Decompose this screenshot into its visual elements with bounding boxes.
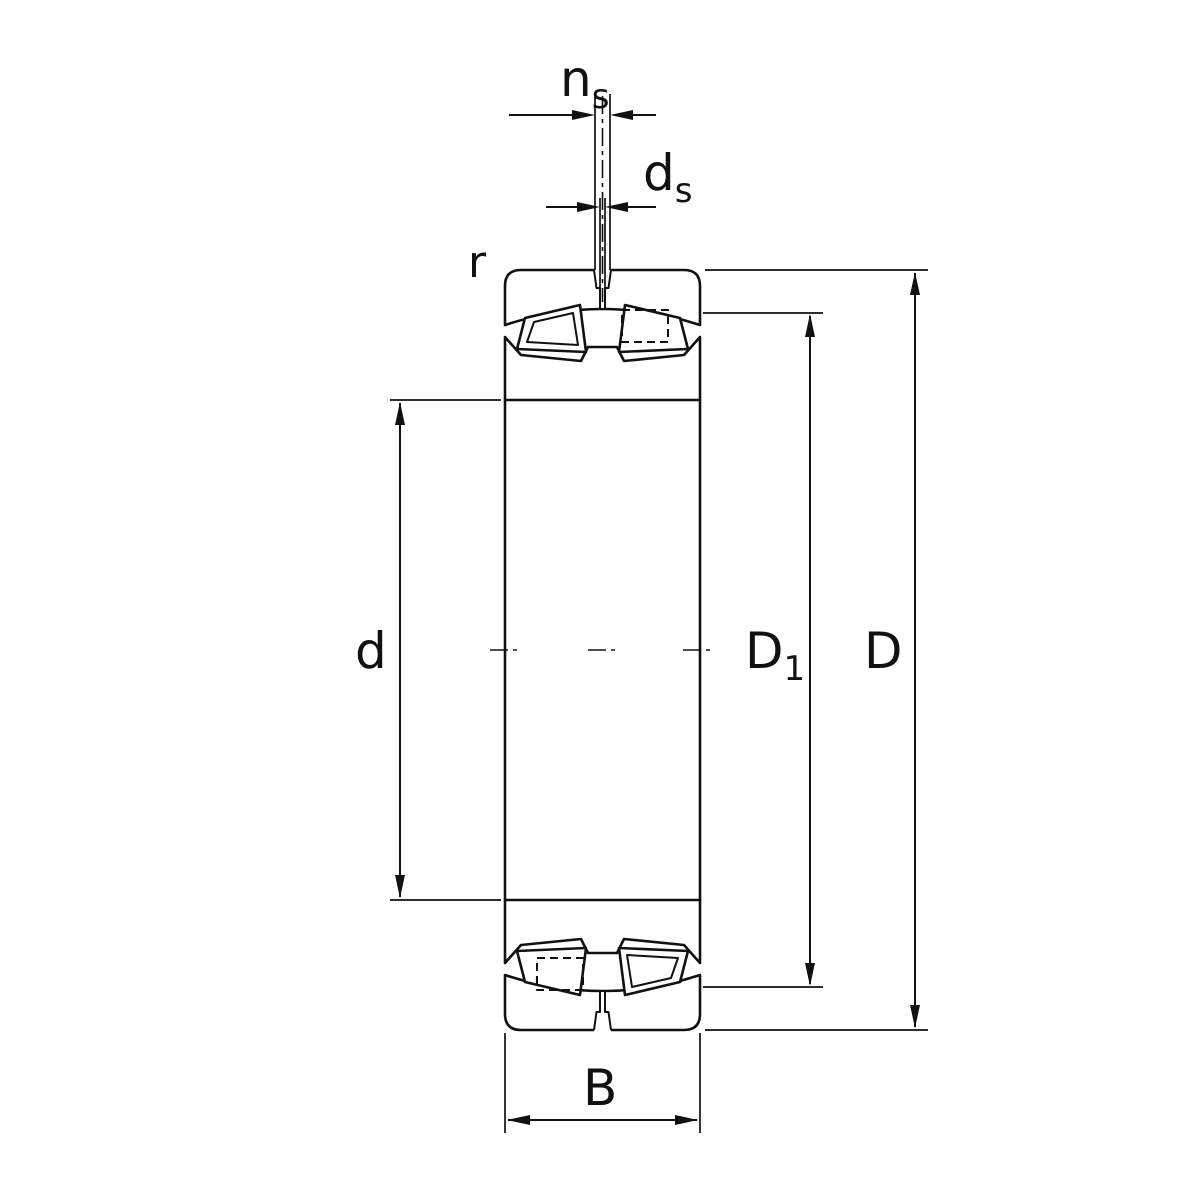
- label-r: r: [468, 237, 487, 288]
- lubrication-groove-outline: [593, 269, 612, 310]
- label-ns: ns: [560, 50, 609, 117]
- arrowhead: [675, 1115, 698, 1125]
- arrowhead: [910, 1005, 920, 1028]
- dimension-D1: D1: [703, 312, 823, 988]
- roller-section-right: [617, 303, 690, 354]
- arrowhead: [577, 202, 600, 212]
- dimension-D: D: [705, 269, 928, 1031]
- arrowhead: [395, 402, 405, 425]
- arrowhead: [572, 110, 595, 120]
- arrowhead: [805, 963, 815, 986]
- arrowhead: [605, 202, 628, 212]
- label-D: D: [864, 622, 903, 680]
- dimension-d: d: [355, 399, 501, 901]
- label-B: B: [583, 1059, 617, 1117]
- arrowhead: [507, 1115, 530, 1125]
- label-D1: D1: [745, 622, 805, 689]
- arrowhead: [610, 110, 633, 120]
- roller-section-left: [515, 303, 588, 354]
- inner-ring-section: [503, 335, 702, 402]
- bearing-top-half: [503, 268, 702, 402]
- roller-inner-edge: [526, 312, 579, 346]
- arrowhead: [805, 314, 815, 337]
- label-d: d: [355, 622, 387, 680]
- dimension-B: B: [504, 1033, 701, 1133]
- centerlines: [490, 96, 714, 651]
- arrowhead: [910, 272, 920, 295]
- dimension-ds: ds: [546, 144, 692, 288]
- label-ds: ds: [643, 144, 692, 211]
- bearing-bottom-half: [503, 898, 702, 1034]
- arrowhead: [395, 875, 405, 898]
- dimension-ns: ns: [509, 50, 656, 270]
